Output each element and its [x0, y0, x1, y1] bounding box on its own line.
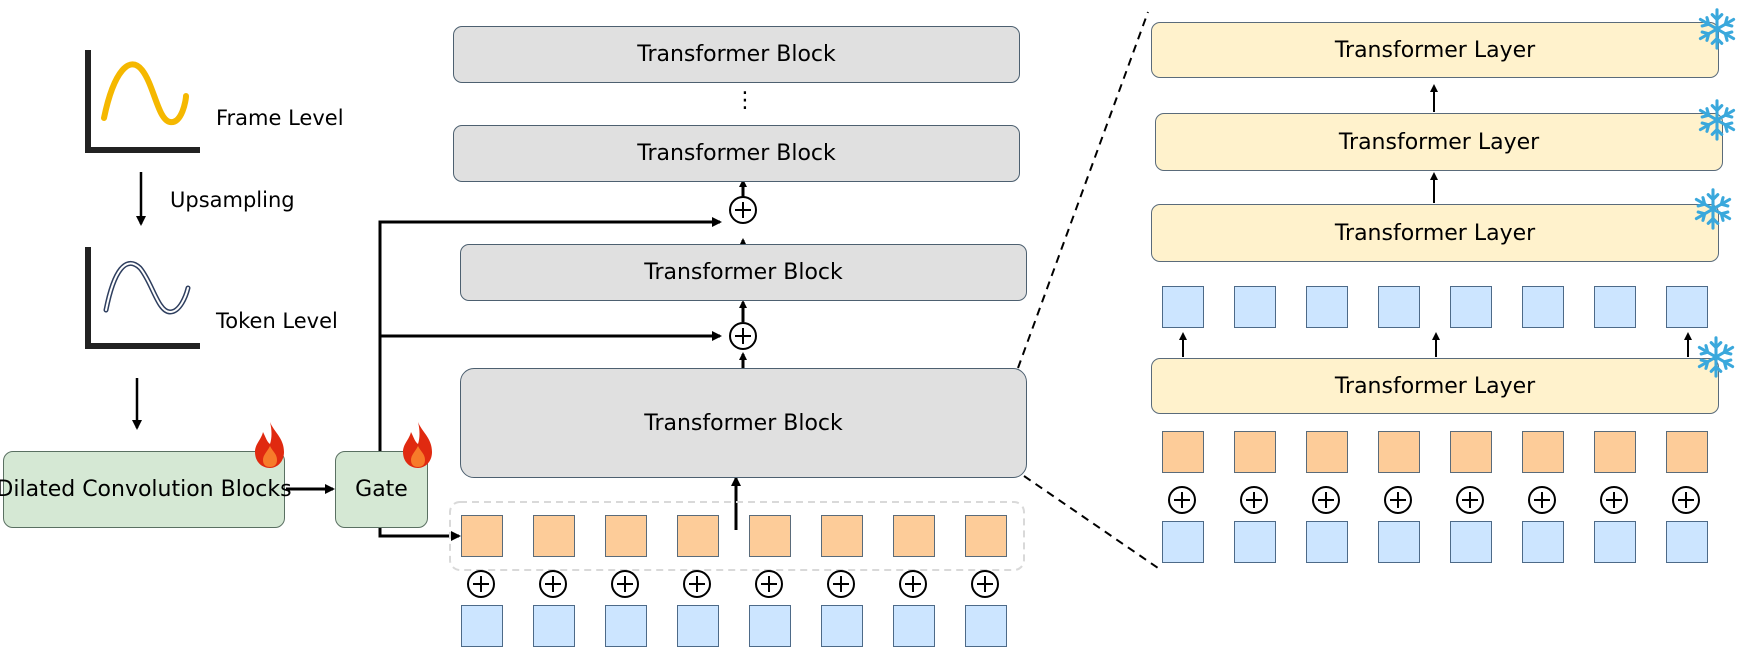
blue-token	[1594, 521, 1636, 563]
token-level-graph	[85, 247, 200, 349]
blue-token	[1522, 286, 1564, 328]
orange-token	[821, 515, 863, 557]
orange-token	[749, 515, 791, 557]
transformer-block-3: Transformer Block	[460, 244, 1027, 301]
zoom-line-top	[1017, 11, 1149, 369]
token-group-frame	[449, 501, 1025, 571]
blue-token	[1666, 286, 1708, 328]
token-level-label: Token Level	[216, 309, 338, 333]
blue-token	[821, 605, 863, 647]
circled-plus-icon	[827, 570, 855, 598]
circled-plus-icon	[1600, 486, 1628, 514]
blue-token	[1162, 521, 1204, 563]
circled-plus-icon	[1312, 486, 1340, 514]
circled-plus-icon	[683, 570, 711, 598]
circled-plus-icon	[729, 322, 757, 350]
orange-token	[677, 515, 719, 557]
transformer-layer-3: Transformer Layer	[1151, 204, 1719, 262]
transformer-block-expanded: Transformer Block	[460, 368, 1027, 478]
orange-token	[893, 515, 935, 557]
transformer-block-2: Transformer Block	[453, 125, 1020, 182]
circled-plus-icon	[1384, 486, 1412, 514]
upsampling-label: Upsampling	[170, 188, 295, 212]
transformer-layer-1: Transformer Layer	[1151, 22, 1719, 78]
orange-token	[965, 515, 1007, 557]
circled-plus-icon	[611, 570, 639, 598]
circled-plus-icon	[899, 570, 927, 598]
orange-token	[605, 515, 647, 557]
snowflake-icon	[1698, 99, 1736, 141]
blue-token	[1450, 286, 1492, 328]
orange-token	[1306, 431, 1348, 473]
snowflake-icon	[1694, 188, 1732, 230]
blue-token	[533, 605, 575, 647]
circled-plus-icon	[971, 570, 999, 598]
transformer-layer-2: Transformer Layer	[1155, 113, 1723, 171]
orange-token	[1378, 431, 1420, 473]
orange-token	[1162, 431, 1204, 473]
blue-token	[749, 605, 791, 647]
gate-to-upper-add-arrow	[378, 217, 722, 489]
frame-level-graph	[85, 50, 200, 153]
orange-token	[1450, 431, 1492, 473]
circled-plus-icon	[1168, 486, 1196, 514]
orange-token	[1594, 431, 1636, 473]
orange-token	[1234, 431, 1276, 473]
blue-token	[1378, 286, 1420, 328]
circled-plus-icon	[729, 196, 757, 224]
circled-plus-icon	[1528, 486, 1556, 514]
blue-token	[965, 605, 1007, 647]
orange-token	[461, 515, 503, 557]
circled-plus-icon	[467, 570, 495, 598]
orange-token	[1666, 431, 1708, 473]
circled-plus-icon	[755, 570, 783, 598]
fire-icon	[403, 422, 432, 468]
blue-token	[677, 605, 719, 647]
blue-token	[893, 605, 935, 647]
orange-token	[1522, 431, 1564, 473]
blue-token	[1522, 521, 1564, 563]
orange-token	[533, 515, 575, 557]
frame-level-label: Frame Level	[216, 106, 344, 130]
zoom-line-bottom	[1023, 475, 1159, 569]
blue-token	[605, 605, 647, 647]
blue-token	[1378, 521, 1420, 563]
circled-plus-icon	[1456, 486, 1484, 514]
transformer-block-top: Transformer Block	[453, 26, 1020, 83]
snowflake-icon	[1698, 8, 1736, 50]
blue-token	[1666, 521, 1708, 563]
circled-plus-icon	[539, 570, 567, 598]
dilated-convolution-blocks: Dilated Convolution Blocks	[0, 451, 292, 528]
fire-icon	[255, 422, 284, 468]
circled-plus-icon	[1672, 486, 1700, 514]
blue-token	[1306, 286, 1348, 328]
blue-token	[461, 605, 503, 647]
snowflake-icon	[1697, 336, 1735, 378]
blue-token	[1594, 286, 1636, 328]
blue-token	[1306, 521, 1348, 563]
circled-plus-icon	[1240, 486, 1268, 514]
ellipsis: ⋮	[734, 88, 756, 113]
transformer-layer-4: Transformer Layer	[1151, 358, 1719, 414]
blue-token	[1450, 521, 1492, 563]
blue-token	[1234, 286, 1276, 328]
blue-token	[1234, 521, 1276, 563]
blue-token	[1162, 286, 1204, 328]
